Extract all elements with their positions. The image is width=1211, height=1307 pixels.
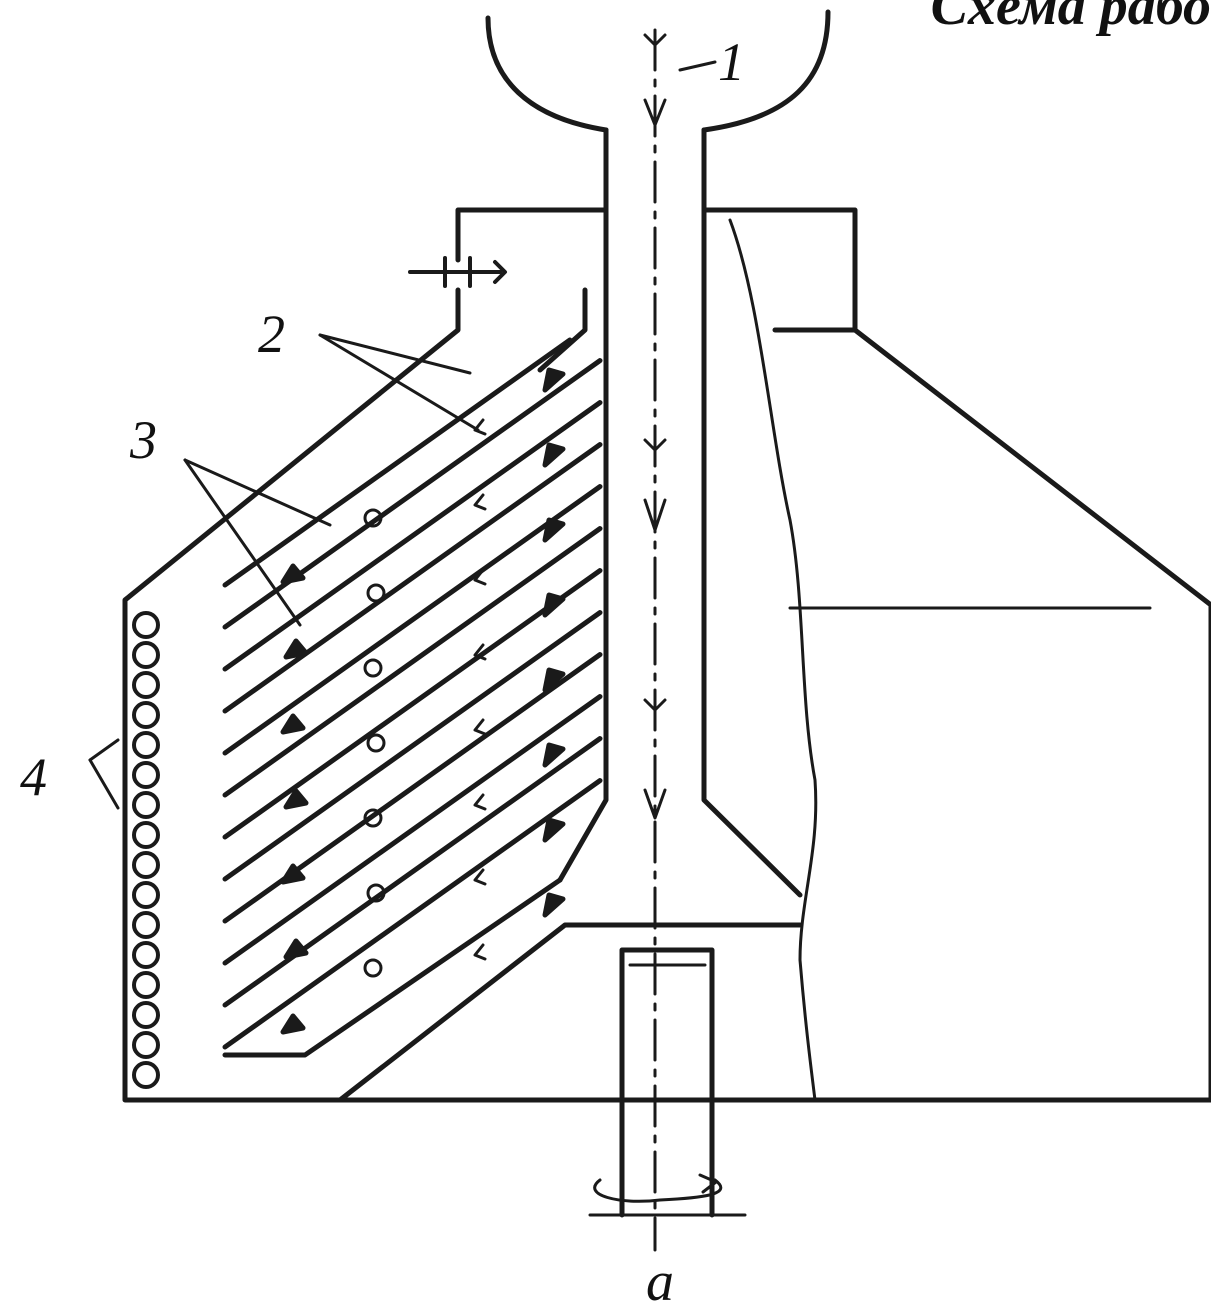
outlet-valve: [408, 256, 507, 288]
disc-plate: [222, 610, 603, 882]
sediment-particle: [132, 971, 160, 999]
label-4: 4: [20, 747, 47, 807]
light-phase-marker: [366, 733, 386, 753]
feed-flow-arrows: [643, 28, 667, 1252]
flow-tail-mark: [473, 793, 487, 811]
disc-plate: [222, 526, 603, 798]
disc-stack: [222, 337, 603, 1050]
disc-plate: [222, 568, 603, 840]
drum-body-left: [122, 207, 1211, 1103]
sediment-particle: [132, 761, 160, 789]
sediment-particle: [132, 1061, 160, 1089]
drive-spindle: [588, 947, 747, 1218]
sediment-particle: [132, 1031, 160, 1059]
disc-plate: [222, 484, 603, 756]
disc-plate: [222, 694, 603, 966]
outflow-arrow-icon: [283, 638, 309, 660]
flow-tail-mark: [473, 568, 487, 586]
light-phase-marker: [366, 583, 386, 603]
flow-tail-mark: [473, 418, 487, 436]
sediment-particle: [132, 1001, 160, 1029]
disc-plate: [222, 400, 603, 672]
outflow-arrow-icon: [280, 563, 306, 585]
inflow-arrow-icon: [542, 667, 566, 693]
flow-tail-mark: [473, 493, 487, 511]
outflow-arrow-icon: [280, 863, 306, 885]
flow-tail-mark: [473, 868, 487, 886]
sediment-particle: [132, 851, 160, 879]
inflow-arrow-icon: [542, 442, 566, 468]
sediment-particle: [132, 791, 160, 819]
disc-plate: [222, 442, 603, 714]
sediment-particle: [132, 701, 160, 729]
sediment-particle: [132, 941, 160, 969]
light-phase-marker: [363, 808, 383, 828]
light-phase-marker: [363, 508, 383, 528]
label-1: 1: [718, 32, 745, 92]
subfigure-label: а: [646, 1251, 674, 1307]
feed-funnel: [485, 9, 831, 213]
disc-plate: [222, 337, 573, 588]
label-3: 3: [129, 410, 157, 470]
inflow-arrow-icon: [542, 742, 566, 768]
central-tube: [557, 127, 803, 898]
flow-tail-mark: [473, 718, 487, 736]
disc-holder: [222, 287, 803, 1103]
inflow-arrow-icon: [542, 367, 566, 393]
light-phase-marker: [366, 883, 386, 903]
sediment-particle: [132, 821, 160, 849]
outflow-arrow-icon: [280, 713, 306, 735]
disc-plate: [222, 778, 603, 1050]
sediment-particle: [132, 881, 160, 909]
leader-lines: [88, 60, 717, 810]
disc-plate: [222, 358, 603, 630]
inflow-arrow-icon: [542, 817, 566, 843]
light-phase-marker: [363, 958, 383, 978]
inflow-arrow-icon: [542, 892, 566, 918]
inflow-arrow-icon: [542, 517, 566, 543]
label-2: 2: [258, 304, 285, 364]
sediment-particle: [132, 611, 160, 639]
disc-plate: [222, 736, 603, 1008]
outflow-arrow-icon: [283, 788, 309, 810]
sediment-particle: [132, 731, 160, 759]
drum-body-right: [701, 207, 1211, 1103]
light-phase-marker: [363, 658, 383, 678]
sediment-ring: [132, 611, 160, 1089]
flow-tail-mark: [473, 943, 487, 961]
sediment-particle: [132, 641, 160, 669]
inflow-arrow-icon: [542, 592, 566, 618]
sediment-particle: [132, 671, 160, 699]
sediment-particle: [132, 911, 160, 939]
outflow-arrow-icon: [283, 938, 309, 960]
outflow-arrow-icon: [280, 1013, 306, 1035]
flow-tail-mark: [473, 643, 487, 661]
cropped-heading: Схема рабо: [930, 0, 1211, 37]
